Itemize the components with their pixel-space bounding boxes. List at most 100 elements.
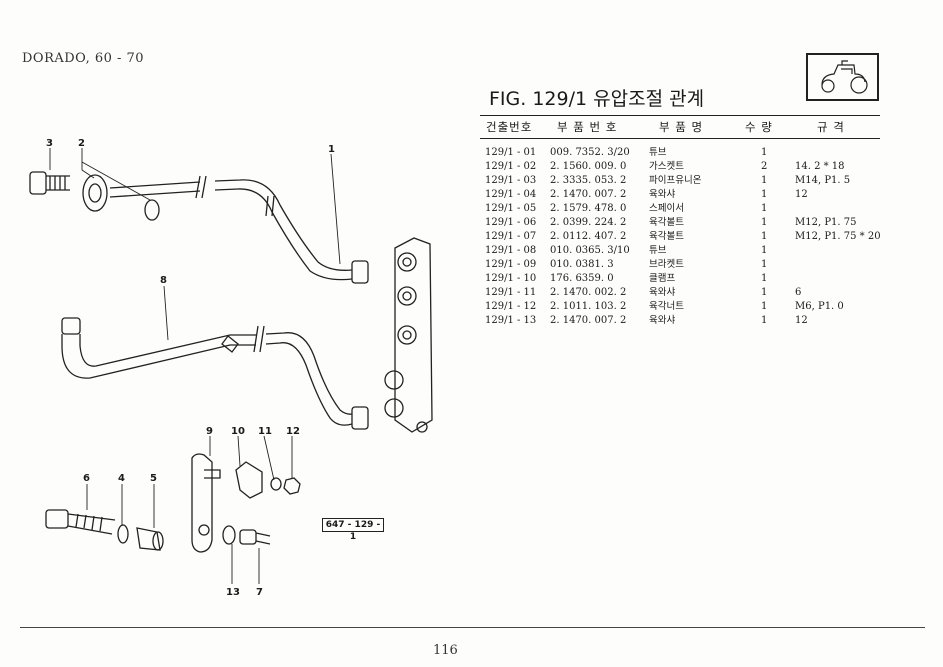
quantity: 1 xyxy=(761,147,768,158)
quantity: 1 xyxy=(761,175,768,186)
col-header-name: 부 품 명 xyxy=(659,120,704,134)
specification: 14. 2 * 18 xyxy=(795,161,845,172)
table-row: 129/1 - 07 2. 0112. 407. 2 육각볼트 1 M12, P1. 7… xyxy=(485,230,885,244)
part-name: 파이프유니온 xyxy=(649,175,702,186)
callout-label: 13 xyxy=(226,587,240,598)
col-header-spec: 규 격 xyxy=(817,120,845,134)
quantity: 1 xyxy=(761,245,768,256)
quantity: 1 xyxy=(761,259,768,270)
callout-label: 12 xyxy=(286,426,300,437)
callout-label: 11 xyxy=(258,426,272,437)
callout-label: 5 xyxy=(150,473,157,484)
part-name: 육각너트 xyxy=(649,301,684,312)
col-header-no: 건출번호 xyxy=(486,120,533,134)
part-name: 스페이서 xyxy=(649,203,684,214)
row-number: 129/1 - 10 xyxy=(485,273,537,284)
figure-title: FIG. 129/1 유압조절 관계 xyxy=(489,88,705,110)
tractor-icon xyxy=(806,53,879,101)
row-number: 129/1 - 01 xyxy=(485,147,537,158)
table-row: 129/1 - 13 2. 1470. 007. 2 육와샤 1 12 xyxy=(485,314,885,328)
row-number: 129/1 - 03 xyxy=(485,175,537,186)
part-number: 010. 0365. 3/10 xyxy=(550,245,630,256)
part-name: 육와샤 xyxy=(649,287,676,298)
row-number: 129/1 - 04 xyxy=(485,189,537,200)
table-row: 129/1 - 02 2. 1560. 009. 0 가스켓트 2 14. 2 * 18 xyxy=(485,160,885,174)
table-row: 129/1 - 09 010. 0381. 3 브라켓트 1 xyxy=(485,258,885,272)
part-number: 2. 1011. 103. 2 xyxy=(550,301,627,312)
quantity: 1 xyxy=(761,301,768,312)
part-name: 육와샤 xyxy=(649,315,676,326)
part-number: 2. 1579. 478. 0 xyxy=(550,203,627,214)
callout-label: 7 xyxy=(256,587,263,598)
part-number: 2. 1470. 007. 2 xyxy=(550,315,627,326)
part-name: 육와샤 xyxy=(649,189,676,200)
part-name: 클램프 xyxy=(649,273,676,284)
col-header-part: 부 품 번 호 xyxy=(557,120,618,134)
row-number: 129/1 - 05 xyxy=(485,203,537,214)
part-name: 브라켓트 xyxy=(649,259,684,270)
callout-label: 4 xyxy=(118,473,125,484)
row-number: 129/1 - 13 xyxy=(485,315,537,326)
part-name: 육각볼트 xyxy=(649,217,684,228)
row-number: 129/1 - 02 xyxy=(485,161,537,172)
row-number: 129/1 - 06 xyxy=(485,217,537,228)
table-row: 129/1 - 04 2. 1470. 007. 2 육와샤 1 12 xyxy=(485,188,885,202)
quantity: 2 xyxy=(761,161,768,172)
specification: M6, P1. 0 xyxy=(795,301,844,312)
header-model: DORADO, 60 - 70 xyxy=(22,51,145,66)
part-number: 2. 3335. 053. 2 xyxy=(550,175,627,186)
part-number: 2. 1470. 007. 2 xyxy=(550,189,627,200)
part-number: 2. 1560. 009. 0 xyxy=(550,161,627,172)
quantity: 1 xyxy=(761,287,768,298)
part-name: 육각볼트 xyxy=(649,231,684,242)
callout-label: 9 xyxy=(206,426,213,437)
quantity: 1 xyxy=(761,203,768,214)
table-row: 129/1 - 12 2. 1011. 103. 2 육각너트 1 M6, P1. 0 xyxy=(485,300,885,314)
row-number: 129/1 - 12 xyxy=(485,301,537,312)
bottom-rule xyxy=(20,627,925,628)
part-number: 2. 0399. 224. 2 xyxy=(550,217,627,228)
row-number: 129/1 - 09 xyxy=(485,259,537,270)
col-header-qty: 수 량 xyxy=(745,120,773,134)
figure-ref-code: 647 - 129 - 1 xyxy=(322,518,384,542)
table-row: 129/1 - 03 2. 3335. 053. 2 파이프유니온 1 M14, P1.… xyxy=(485,174,885,188)
page-number: 116 xyxy=(433,643,458,658)
part-name: 튜브 xyxy=(649,147,667,158)
specification: 6 xyxy=(795,287,802,298)
row-number: 129/1 - 11 xyxy=(485,287,537,298)
part-number: 176. 6359. 0 xyxy=(550,273,614,284)
specification: M12, P1. 75 * 20 xyxy=(795,231,881,242)
table-row: 129/1 - 10 176. 6359. 0 클램프 1 xyxy=(485,272,885,286)
table-row: 129/1 - 05 2. 1579. 478. 0 스페이서 1 xyxy=(485,202,885,216)
quantity: 1 xyxy=(761,315,768,326)
callout-label: 10 xyxy=(231,426,245,437)
part-number: 009. 7352. 3/20 xyxy=(550,147,630,158)
specification: 12 xyxy=(795,189,808,200)
row-number: 129/1 - 07 xyxy=(485,231,537,242)
quantity: 1 xyxy=(761,217,768,228)
part-number: 010. 0381. 3 xyxy=(550,259,614,270)
callout-label: 2 xyxy=(78,138,85,149)
table-row: 129/1 - 01 009. 7352. 3/20 튜브 1 xyxy=(485,146,885,160)
specification: 12 xyxy=(795,315,808,326)
table-row: 129/1 - 11 2. 1470. 002. 2 육와샤 1 6 xyxy=(485,286,885,300)
part-name: 가스켓트 xyxy=(649,161,684,172)
quantity: 1 xyxy=(761,231,768,242)
table-top-rule xyxy=(480,115,880,116)
row-number: 129/1 - 08 xyxy=(485,245,537,256)
callout-label: 8 xyxy=(160,275,167,286)
specification: M14, P1. 5 xyxy=(795,175,851,186)
quantity: 1 xyxy=(761,189,768,200)
part-number: 2. 1470. 002. 2 xyxy=(550,287,627,298)
callout-label: 6 xyxy=(83,473,90,484)
quantity: 1 xyxy=(761,273,768,284)
parts-table-body: 129/1 - 01 009. 7352. 3/20 튜브 1 129/1 - 02 2.… xyxy=(485,146,885,328)
callout-label: 1 xyxy=(328,144,335,155)
callout-label: 3 xyxy=(46,138,53,149)
table-row: 129/1 - 06 2. 0399. 224. 2 육각볼트 1 M12, P1. 7… xyxy=(485,216,885,230)
part-number: 2. 0112. 407. 2 xyxy=(550,231,627,242)
specification: M12, P1. 75 xyxy=(795,217,857,228)
table-header-rule xyxy=(480,138,880,139)
